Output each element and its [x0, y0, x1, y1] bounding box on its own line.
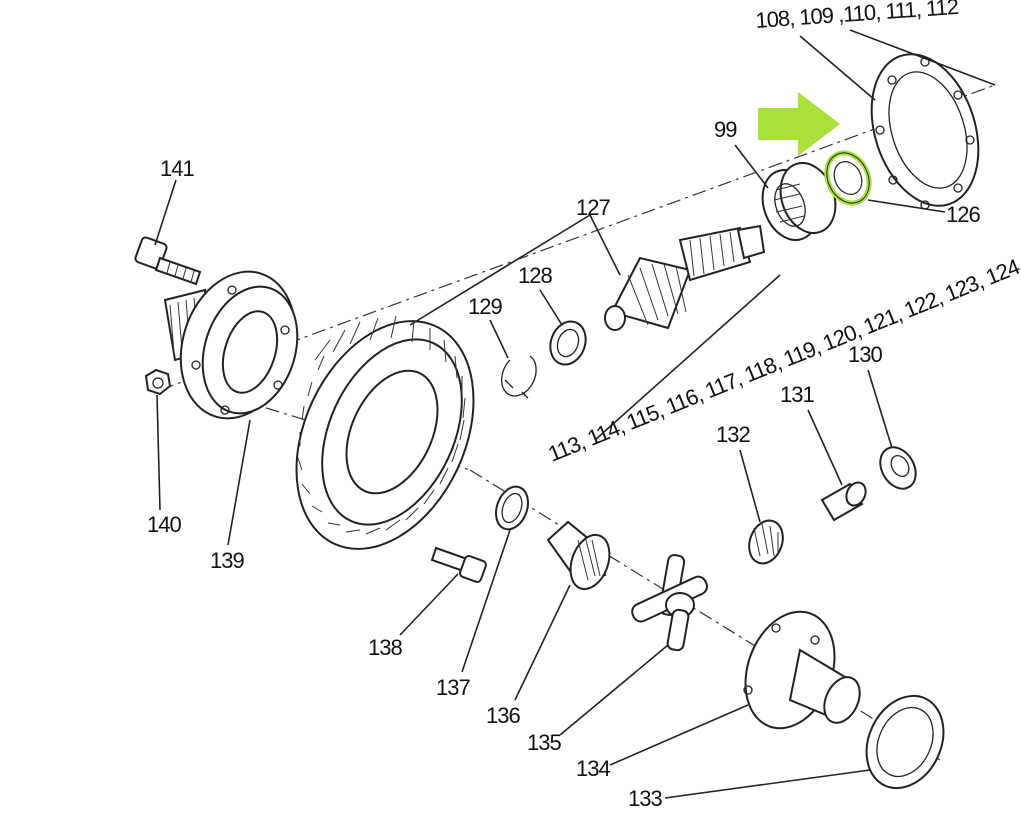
part-128-washer	[549, 320, 587, 366]
label-108-112: 108, 109 ,110, 111, 112	[755, 0, 960, 33]
label-138: 138	[368, 635, 402, 660]
label-134: 134	[576, 756, 610, 781]
part-139-housing	[163, 270, 299, 420]
part-137-washer	[495, 485, 529, 531]
part-129-circlip	[501, 355, 537, 399]
label-129: 129	[468, 294, 502, 319]
arrow-right-icon	[758, 92, 840, 156]
part-108-112-gasket	[870, 53, 980, 210]
label-127: 127	[576, 195, 610, 220]
label-130: 130	[848, 342, 882, 367]
leader-lines	[154, 29, 996, 799]
label-132: 132	[716, 422, 750, 447]
label-140: 140	[147, 512, 181, 537]
label-128: 128	[518, 263, 552, 288]
part-132-pinion-gear	[748, 519, 784, 565]
label-131: 131	[780, 382, 814, 407]
part-131-bushing	[820, 481, 867, 522]
part-133-seal	[865, 694, 945, 790]
part-127-pinion-shaft	[604, 224, 766, 331]
label-137: 137	[436, 675, 470, 700]
part-130-washer	[879, 446, 917, 490]
label-133: 133	[628, 786, 662, 811]
part-138-bolt	[430, 546, 487, 583]
part-141-bolt	[134, 236, 202, 286]
part-99-bearing	[761, 162, 837, 241]
label-99: 99	[714, 117, 737, 142]
label-141: 141	[160, 156, 194, 181]
part-140-nut	[144, 368, 172, 396]
part-134-case	[743, 610, 861, 730]
part-135-cross-shaft	[631, 554, 709, 652]
label-135: 135	[527, 730, 561, 755]
label-139: 139	[210, 548, 244, 573]
label-113-125: 113, 114, 115, 116, 117, 118, 119, 120, …	[545, 236, 1021, 467]
part-136-side-gear	[546, 520, 611, 591]
part-ring-gear	[295, 315, 475, 550]
label-136: 136	[486, 703, 520, 728]
label-126: 126	[946, 202, 980, 227]
part-126-shim-highlighted	[824, 150, 872, 206]
